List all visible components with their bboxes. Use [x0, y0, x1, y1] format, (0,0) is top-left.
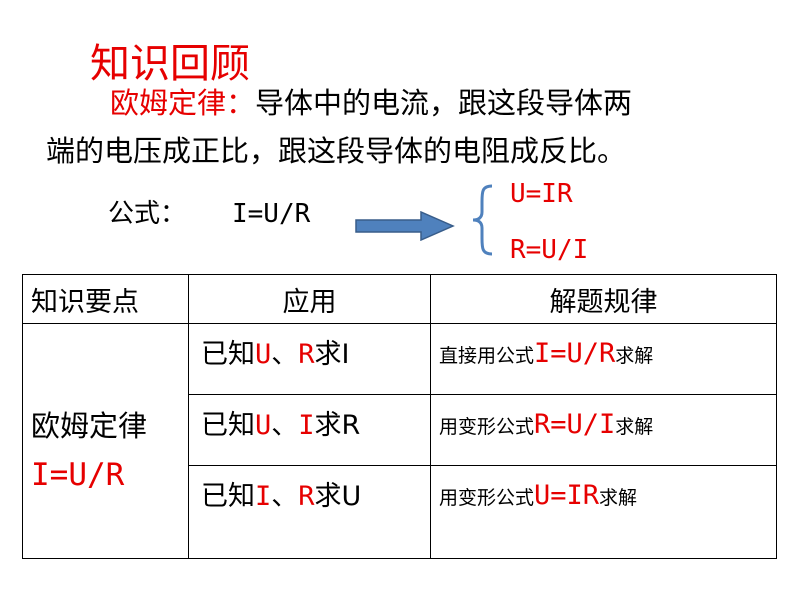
law-name: 欧姆定律：: [110, 86, 256, 120]
formula-label: 公式：: [108, 199, 187, 229]
derived-formula-1: U=IR: [510, 179, 573, 209]
known-var-2: R: [298, 339, 315, 370]
case-cell: 已知U、R求I: [188, 323, 431, 395]
separator: 、: [271, 410, 299, 441]
table-row: 已知I、R求U 用变形公式U=IR求解: [23, 465, 777, 559]
known-prefix: 已知: [201, 481, 255, 512]
find-target: 求R: [314, 410, 361, 441]
topic-cell: 欧姆定律 I=U/R: [22, 323, 189, 559]
rule-prefix: 用变形公式: [439, 487, 535, 509]
rule-formula: U=IR: [534, 480, 600, 511]
law-statement-line2: 端的电压成正比，跟这段导体的电阻成反比。: [46, 134, 627, 168]
known-prefix: 已知: [201, 410, 255, 441]
rule-suffix: 求解: [615, 345, 654, 367]
formula-expression: I=U/R: [232, 199, 311, 229]
known-var-2: R: [298, 481, 315, 512]
right-arrow-icon: [355, 211, 455, 241]
known-prefix: 已知: [201, 339, 255, 370]
rule-suffix: 求解: [615, 416, 654, 438]
rule-formula: I=U/R: [534, 338, 616, 369]
known-var-1: U: [255, 339, 272, 370]
rule-prefix: 用变形公式: [439, 416, 535, 438]
law-statement-line1: 欧姆定律：导体中的电流，跟这段导体两: [110, 86, 633, 120]
derived-formula-2: R=U/I: [510, 235, 589, 265]
rule-formula: R=U/I: [534, 409, 616, 440]
known-var-1: I: [255, 481, 272, 512]
rule-prefix: 直接用公式: [439, 345, 535, 367]
separator: 、: [271, 481, 299, 512]
header-application: 应用: [188, 274, 431, 324]
find-target: 求U: [314, 481, 362, 512]
table-row: 欧姆定律 I=U/R 已知U、R求I 直接用公式I=U/R求解: [22, 323, 777, 559]
summary-table: 知识要点 应用 解题规律 欧姆定律 I=U/R 已知U、R求I 直接用公式I=U…: [22, 274, 777, 559]
rule-cell: 用变形公式U=IR求解: [430, 465, 777, 559]
case-cell: 已知I、R求U: [188, 465, 431, 559]
law-text-part1: 导体中的电流，跟这段导体两: [255, 86, 633, 120]
page-title: 知识回顾: [90, 41, 250, 87]
rule-cell: 直接用公式I=U/R求解: [430, 323, 777, 395]
known-var-2: I: [298, 410, 315, 441]
rule-suffix: 求解: [599, 487, 638, 509]
rule-cell: 用变形公式R=U/I求解: [430, 394, 777, 466]
known-var-1: U: [255, 410, 272, 441]
header-solution-rule: 解题规律: [430, 274, 777, 324]
topic-formula: I=U/R: [31, 457, 125, 493]
header-key-point: 知识要点: [22, 274, 189, 324]
separator: 、: [271, 339, 299, 370]
left-brace-icon: [472, 184, 493, 256]
find-target: 求I: [314, 339, 350, 370]
table-header-row: 知识要点 应用 解题规律: [22, 274, 777, 324]
case-cell: 已知U、I求R: [188, 394, 431, 466]
topic-name: 欧姆定律: [31, 409, 148, 443]
